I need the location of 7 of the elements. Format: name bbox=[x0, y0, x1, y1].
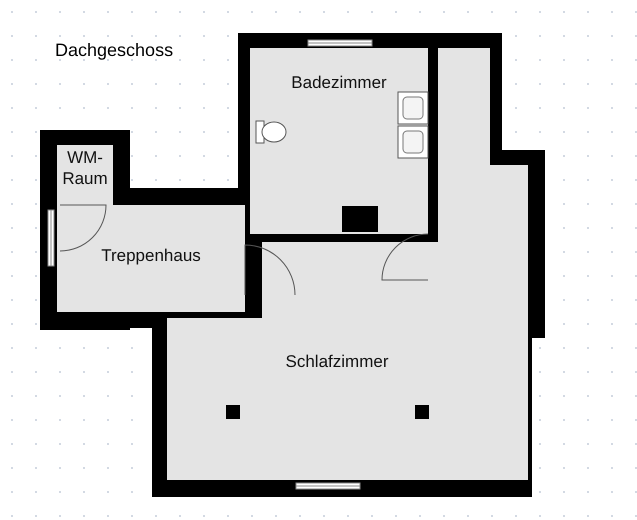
room-name: Treppenhaus bbox=[100, 245, 202, 266]
room-floor bbox=[57, 205, 245, 312]
room-floor bbox=[57, 145, 113, 207]
room-name: Schlafzimmer bbox=[284, 351, 390, 372]
floor-title: Dachgeschoss bbox=[55, 40, 174, 61]
room-name: Badezimmer bbox=[290, 72, 388, 93]
room-name: WM-Raum bbox=[61, 147, 109, 189]
